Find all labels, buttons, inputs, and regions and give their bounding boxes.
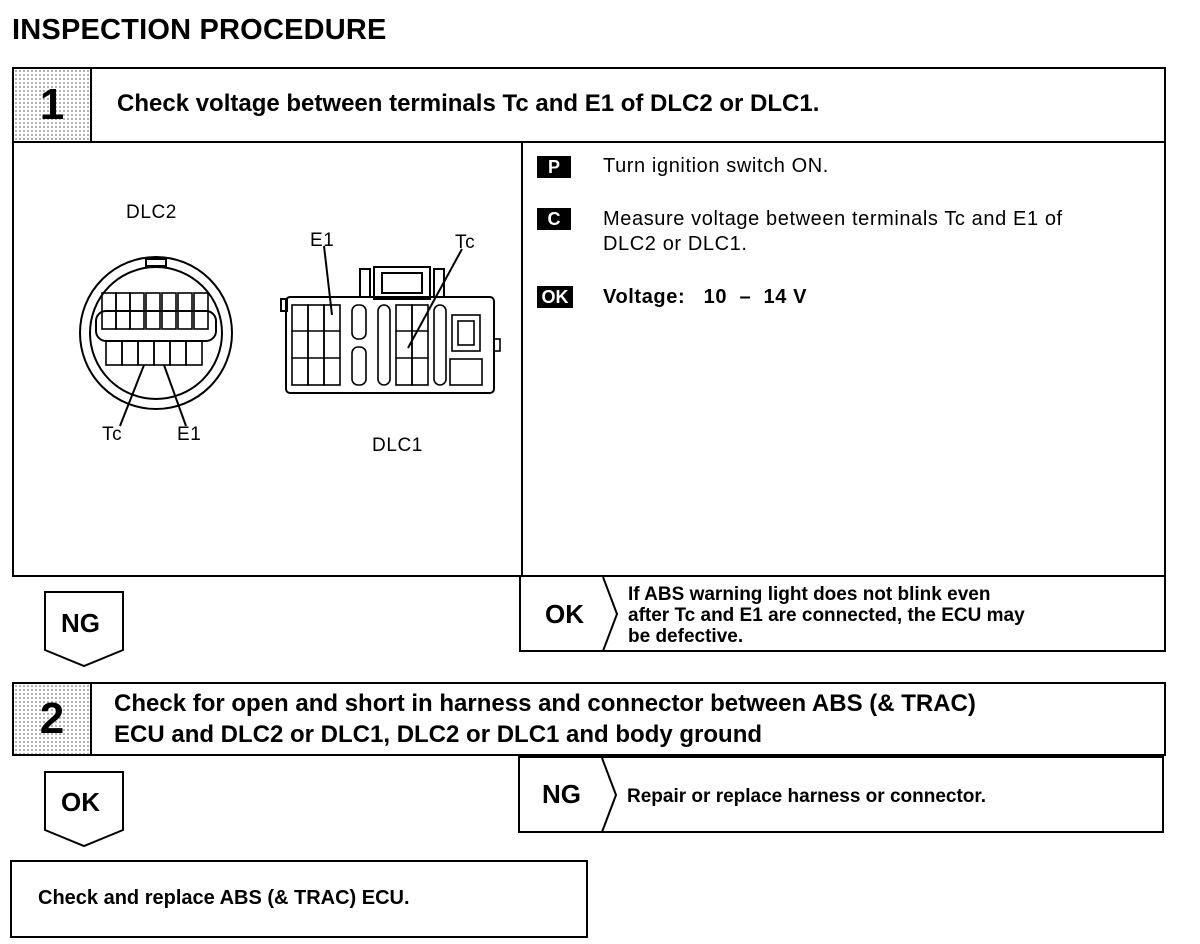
ok-text-line2: after Tc and E1 are connected, the ECU m…	[628, 605, 1025, 626]
instruction-ok-text: Voltage: 10 – 14 V	[603, 286, 808, 308]
instruction-c-text-1: Measure voltage between terminals Tc and…	[603, 208, 1063, 230]
dlc1-tc-label: Tc	[455, 232, 476, 253]
ok-result-1: OK If ABS warning light does not blink e…	[519, 575, 1166, 652]
ng-chevron-2	[601, 758, 618, 832]
final-action-box: Check and replace ABS (& TRAC) ECU.	[10, 860, 588, 938]
ok-label-1: OK	[545, 599, 584, 629]
step2-line1: Check for open and short in harness and …	[114, 690, 976, 717]
page-title: INSPECTION PROCEDURE	[12, 14, 387, 46]
ok-text-line3: be defective.	[628, 626, 744, 647]
instruction-c-text-2: DLC2 or DLC1.	[603, 233, 748, 255]
step2-line2: ECU and DLC2 or DLC1, DLC2 or DLC1 and b…	[114, 721, 763, 748]
ok-arrow-2	[44, 771, 124, 848]
step2-number: 2	[14, 684, 92, 754]
dlc2-tc-label: Tc	[102, 424, 123, 445]
step1-header: 1 Check voltage between terminals Tc and…	[12, 67, 1166, 143]
badge-p: P	[537, 156, 571, 178]
ng-label-2: NG	[542, 779, 581, 809]
instruction-p-text: Turn ignition switch ON.	[603, 155, 829, 177]
dlc1-e1-label: E1	[310, 230, 335, 251]
badge-c: C	[537, 208, 571, 230]
instructions-panel: P Turn ignition switch ON. C Measure vol…	[523, 143, 1166, 577]
step1-title: Check voltage between terminals Tc and E…	[117, 90, 820, 117]
step1-body: DLC2 E1 Tc Tc E1 DLC1	[12, 141, 1166, 577]
dlc1-label: DLC1	[372, 435, 423, 456]
final-action-text: Check and replace ABS (& TRAC) ECU.	[38, 887, 410, 909]
ok-chevron-1	[602, 577, 619, 651]
badge-ok: OK	[537, 286, 573, 308]
step2-header: 2 Check for open and short in harness an…	[12, 682, 1166, 756]
ok-text-line1: If ABS warning light does not blink even	[628, 584, 991, 605]
connector-drawing	[79, 245, 501, 427]
body-divider	[521, 143, 523, 577]
ng-label-1: NG	[61, 608, 100, 638]
connector-diagram: DLC2 E1 Tc Tc E1 DLC1	[14, 143, 521, 577]
step1-number: 1	[14, 69, 92, 141]
ng-text-2: Repair or replace harness or connector.	[627, 786, 987, 807]
ng-result-2: NG Repair or replace harness or connecto…	[518, 756, 1164, 833]
dlc2-e1-label: E1	[177, 424, 202, 445]
dlc2-label: DLC2	[126, 202, 177, 223]
ok-label-2: OK	[61, 787, 100, 817]
ng-arrow-1	[44, 591, 124, 668]
